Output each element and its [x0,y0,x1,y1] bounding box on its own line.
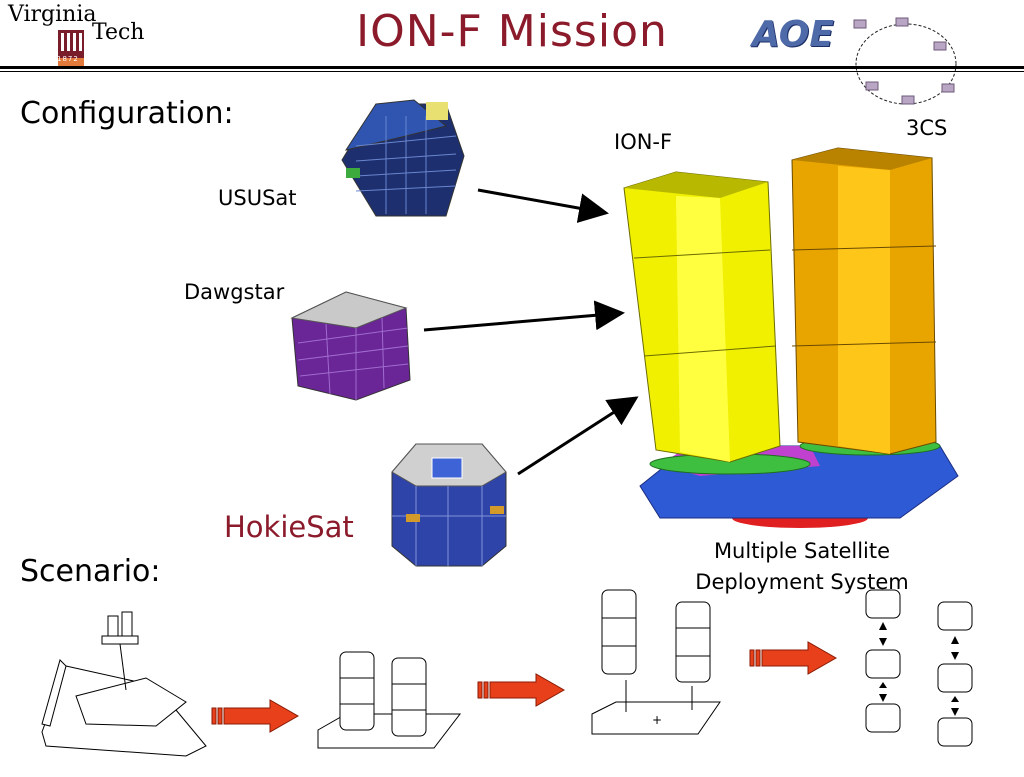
scenario-stage-3: + [586,586,726,736]
scenario-arrow-1 [210,698,302,734]
label-ionf: ION-F [614,130,673,154]
header-rule-thin [0,71,1024,72]
svg-text:+: + [652,713,662,727]
label-3cs: 3CS [906,116,948,140]
scenario-arrow-2 [476,672,568,708]
label-ususat: USUSat [218,186,297,210]
scenario-stage-4 [860,584,990,754]
scenario-arrow-3 [748,640,840,676]
arrow-ususat [477,188,609,223]
shuttle-image [36,606,212,766]
scenario-stage-2 [316,644,462,756]
arrow-hokiesat [517,396,639,476]
logo-year: 1872 [57,55,79,63]
slide-title: ION-F Mission [356,6,668,57]
ususat-image [336,96,476,228]
logo-text-virginia: Virginia [8,2,97,27]
ionf-stack-image [620,146,964,530]
heading-scenario: Scenario: [20,554,161,589]
logo-text-tech: Tech [92,20,145,45]
constellation-icon [846,12,966,112]
arrow-dawgstar [423,300,625,332]
heading-configuration: Configuration: [20,96,234,131]
label-hokiesat: HokieSat [224,510,354,544]
dawgstar-image [286,288,414,404]
header-rule [0,66,1024,69]
hokiesat-image [386,436,512,570]
virginia-tech-logo [4,2,154,66]
aoe-logo: AOE [752,14,834,55]
label-dawgstar: Dawgstar [184,280,285,304]
